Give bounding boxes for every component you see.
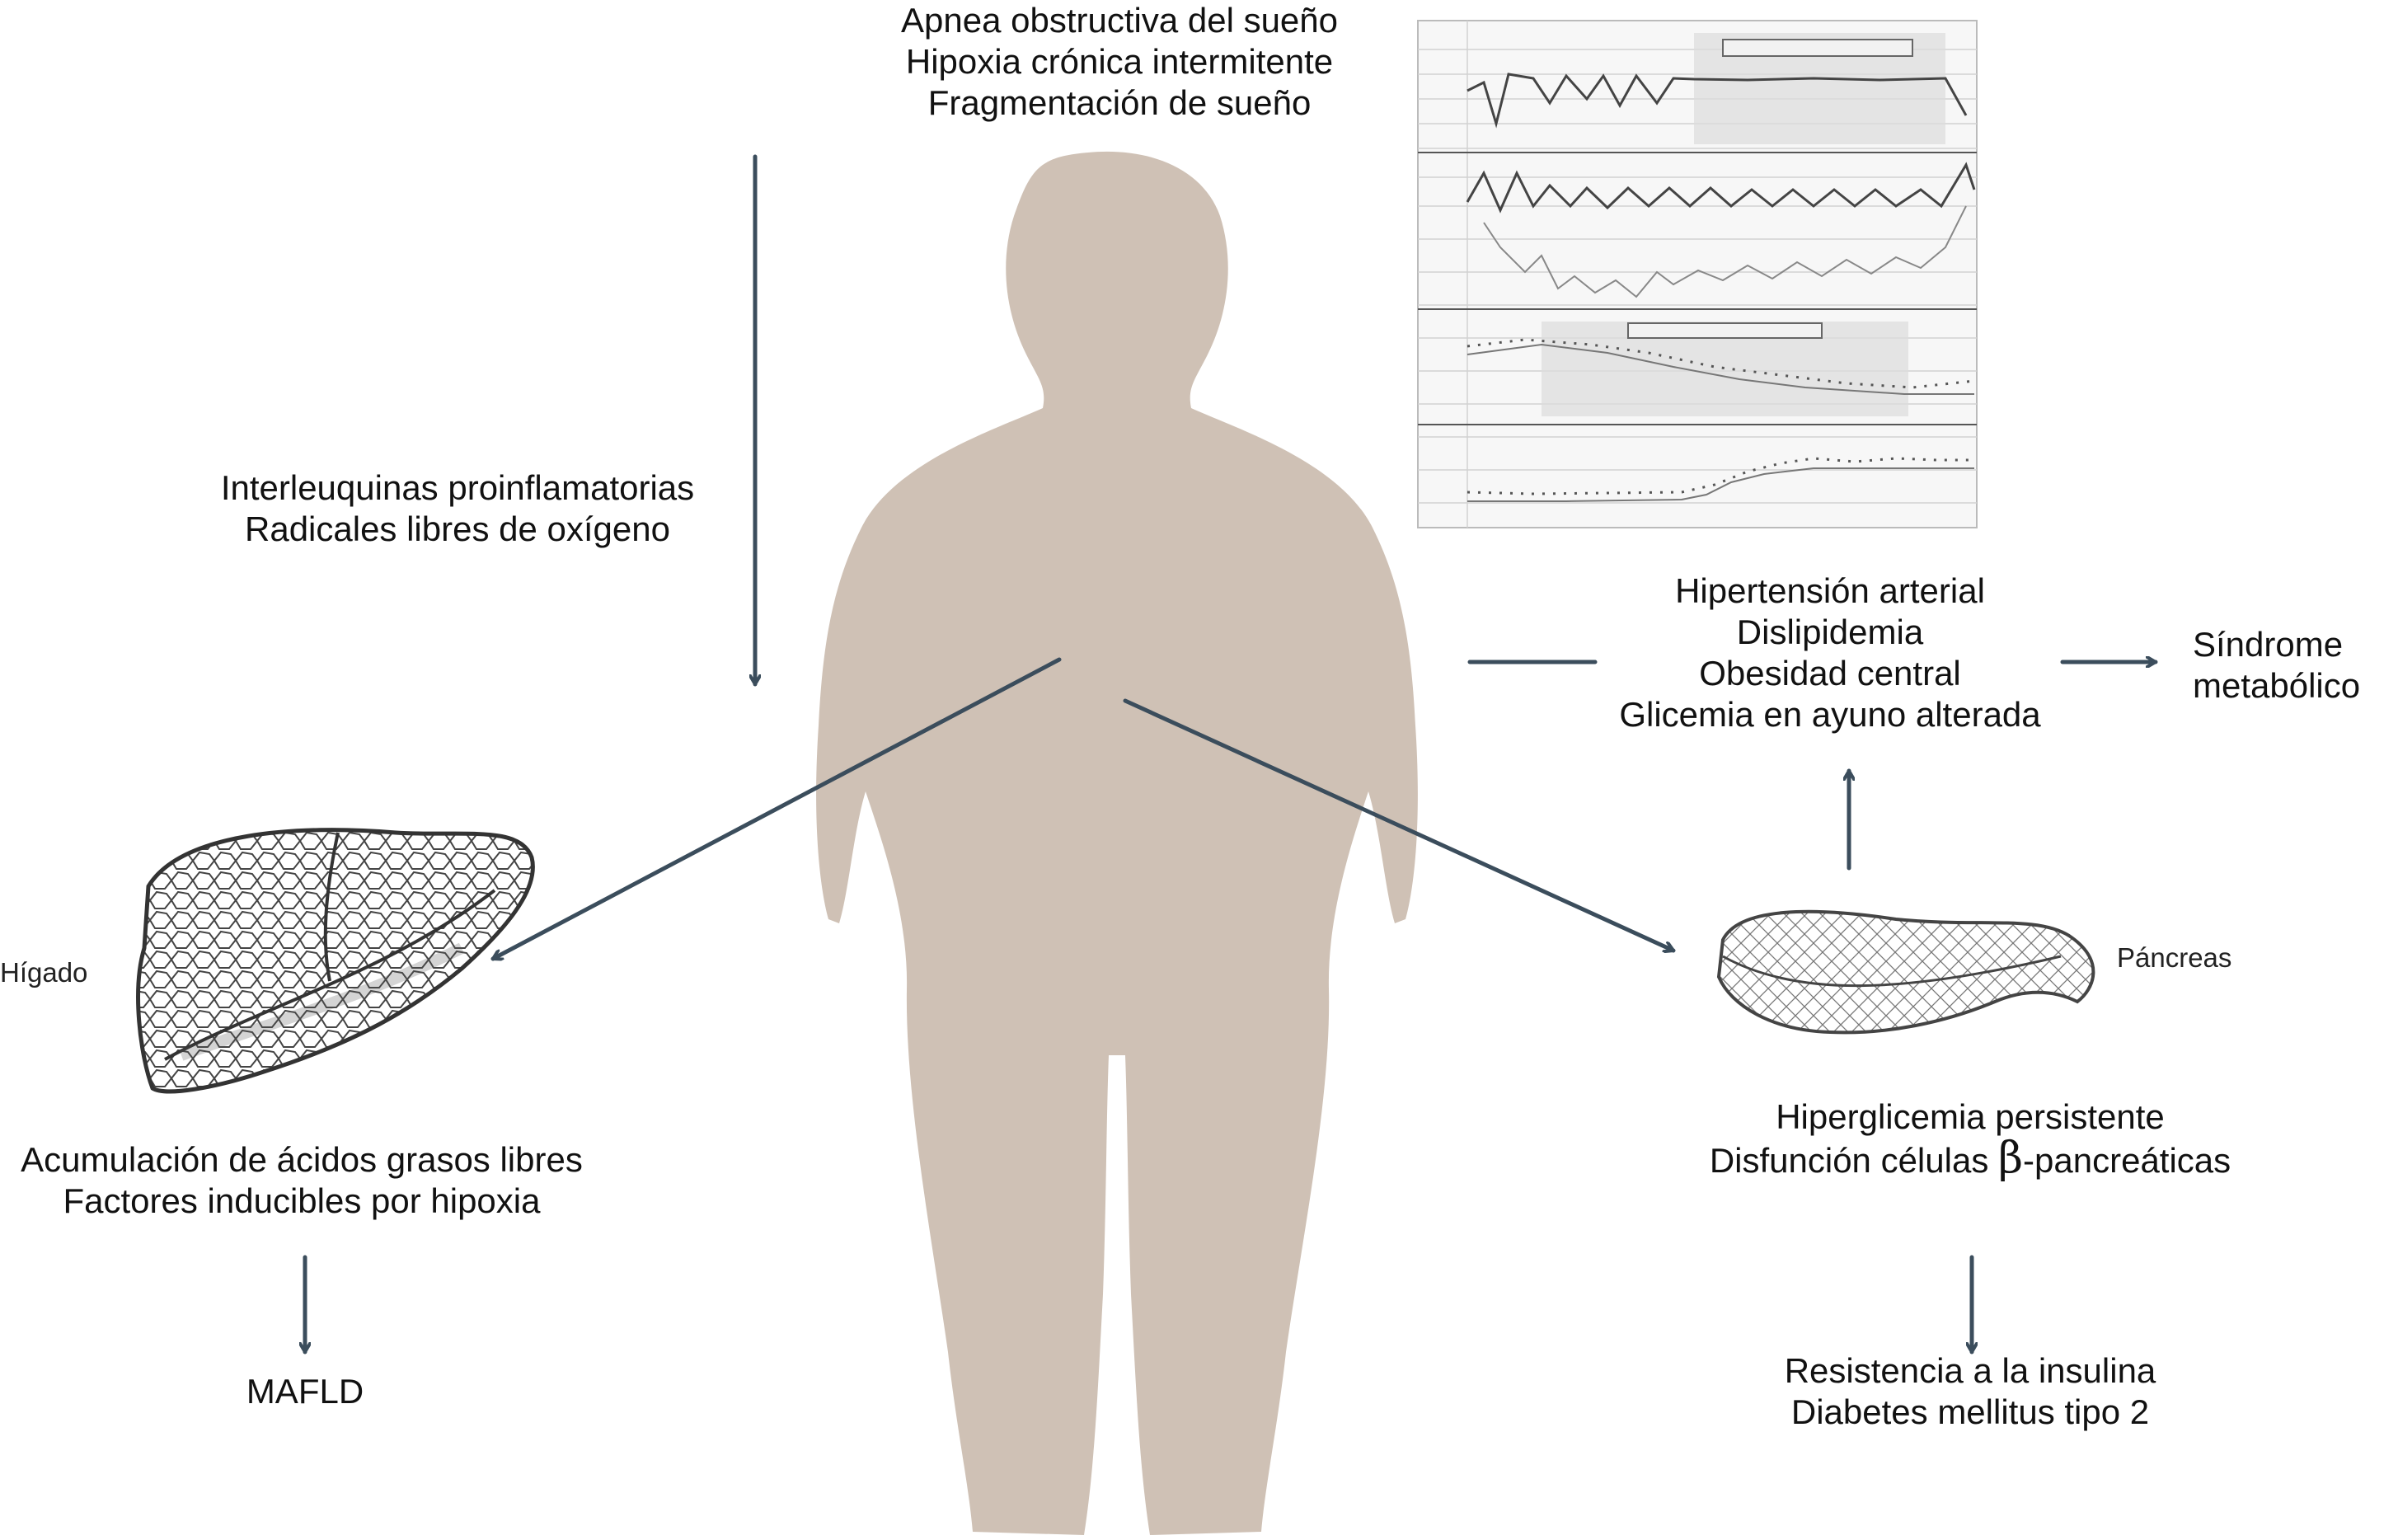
- metabolic-line-3: Obesidad central: [1699, 654, 1961, 693]
- pancreas-outcome-line-1: Resistencia a la insulina: [1784, 1351, 2156, 1390]
- arrow-to-liver: [493, 657, 1062, 959]
- pancreas-effect-line-1: Hiperglicemia persistente: [1776, 1097, 2165, 1136]
- pancreas-effect-line-2: Disfunción células β-pancreáticas: [1665, 1137, 2275, 1181]
- metabolic-text-block: Hipertensión arterial Dislipidemia Obesi…: [1591, 570, 2069, 735]
- osa-text-block: Apnea obstructiva del sueño Hipoxia crón…: [859, 0, 1380, 124]
- syndrome-line-1: Síndrome: [2193, 625, 2344, 664]
- inflammation-line-1: Interleuquinas proinflamatorias: [220, 468, 695, 507]
- liver-effects-text-block: Acumulación de ácidos grasos libres Fact…: [0, 1139, 603, 1222]
- metabolic-line-4: Glicemia en ayuno alterada: [1619, 695, 2041, 734]
- inflammation-line-2: Radicales libres de oxígeno: [245, 509, 670, 548]
- metabolic-line-2: Dislipidemia: [1736, 613, 1924, 651]
- pancreas-effects-text-block: Hiperglicemia persistente Disfunción cél…: [1665, 1096, 2275, 1181]
- pancreas-icon: [1716, 909, 2095, 1035]
- human-silhouette-icon: [816, 151, 1418, 1536]
- polysomnography-chart-icon: [1417, 20, 1978, 528]
- liver-icon: [136, 828, 535, 1094]
- arrow-to-pancreas: [1123, 698, 1673, 951]
- osa-line-2: Hipoxia crónica intermitente: [905, 42, 1334, 81]
- osa-line-3: Fragmentación de sueño: [927, 83, 1312, 122]
- inflammation-text-block: Interleuquinas proinflamatorias Radicale…: [190, 467, 725, 550]
- syndrome-line-2: metabólico: [2193, 666, 2361, 705]
- mafld-outcome: MAFLD: [246, 1372, 364, 1411]
- pancreas-outcome-text-block: Resistencia a la insulina Diabetes melli…: [1715, 1350, 2226, 1433]
- liver-effect-line-2: Factores inducibles por hipoxia: [63, 1181, 541, 1220]
- beta-symbol: β: [1997, 1134, 2024, 1183]
- liver-effect-line-1: Acumulación de ácidos grasos libres: [21, 1140, 583, 1179]
- pancreas-effect-line-2-prefix: Disfunción células: [1709, 1141, 1998, 1180]
- metabolic-line-1: Hipertensión arterial: [1675, 571, 1985, 610]
- liver-label: Hígado: [0, 957, 88, 988]
- syndrome-text-block: Síndrome metabólico: [2193, 624, 2360, 707]
- osa-line-1: Apnea obstructiva del sueño: [900, 1, 1339, 40]
- pancreas-outcome-line-2: Diabetes mellitus tipo 2: [1790, 1392, 2150, 1431]
- pancreas-effect-line-2-suffix: -pancreáticas: [2023, 1141, 2231, 1180]
- pancreas-label: Páncreas: [2117, 942, 2232, 973]
